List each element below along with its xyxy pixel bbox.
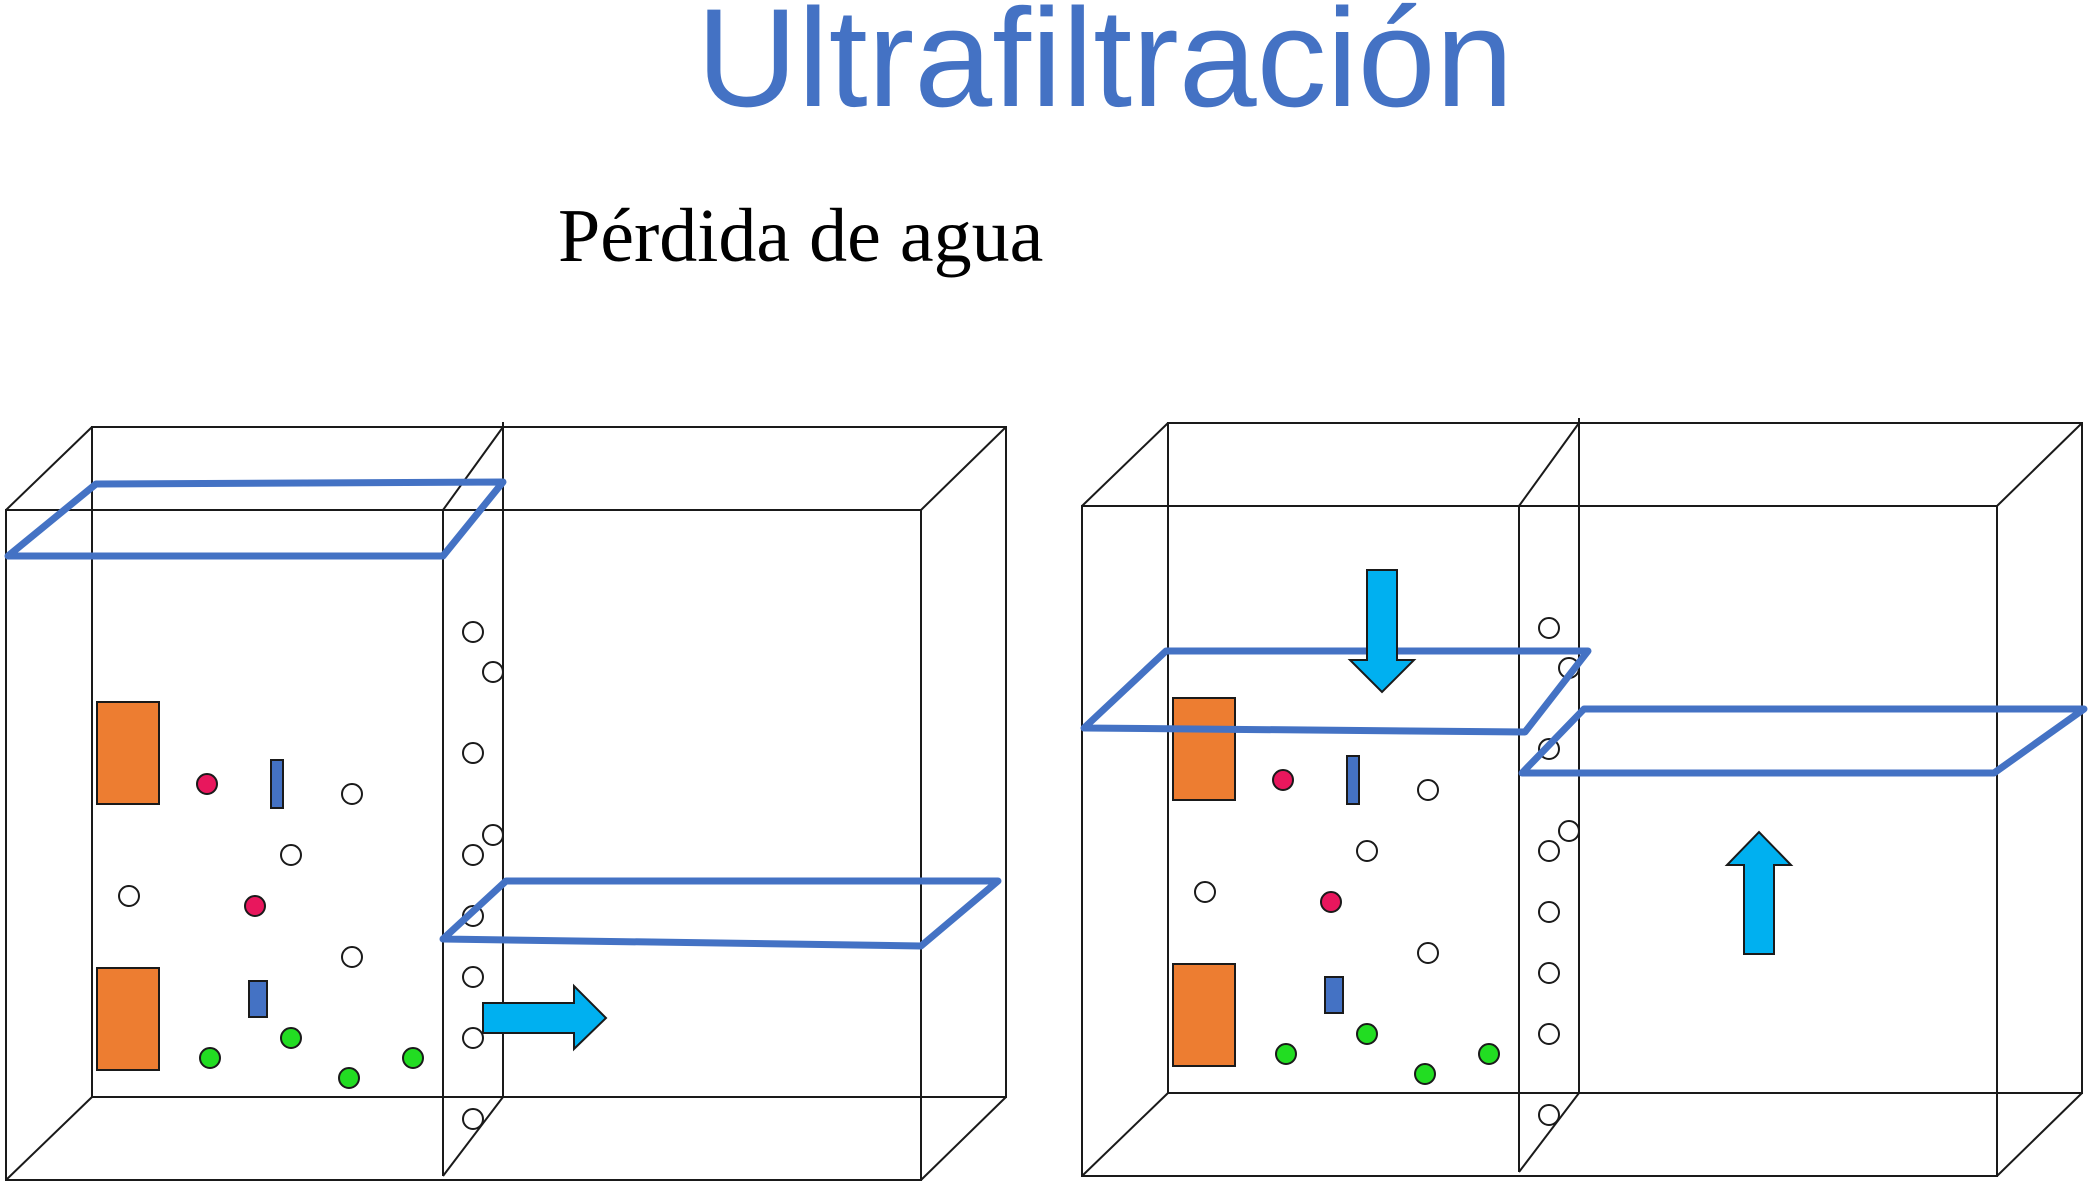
right-arrow-icon xyxy=(482,983,608,1052)
filtrate-water-level xyxy=(1518,705,2088,777)
feed-water-level xyxy=(4,478,507,560)
down-arrow-icon xyxy=(1347,569,1417,694)
panel-left xyxy=(4,421,1007,1181)
page-title: Ultrafiltración xyxy=(696,0,1514,136)
panel-right xyxy=(1080,417,2088,1177)
feed-water-level xyxy=(1080,647,1592,736)
filtrate-water-level xyxy=(439,877,1002,950)
page-subtitle: Pérdida de agua xyxy=(558,194,1044,278)
up-arrow-icon xyxy=(1724,830,1794,955)
